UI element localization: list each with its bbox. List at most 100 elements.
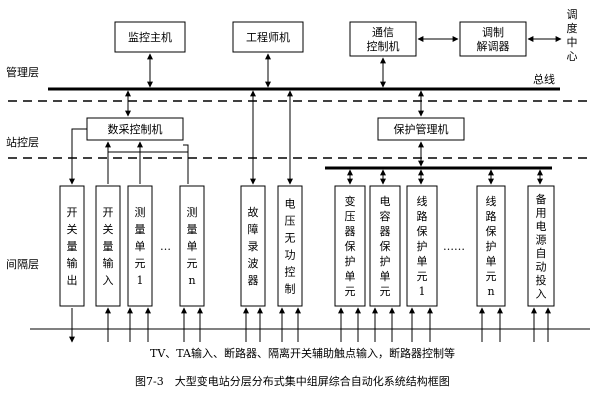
switch-output-char: 输	[67, 256, 78, 270]
fault-recorder-box	[240, 185, 266, 307]
data-acq-label: 数采控制机	[108, 122, 163, 136]
transformer-protect-char: 变	[345, 194, 356, 208]
transformer-protect-char: 压	[345, 210, 356, 223]
capacitor-protect-char: 电	[380, 195, 391, 208]
line-protect-1-char: 单	[417, 255, 428, 268]
measure-n-char: n	[188, 274, 195, 287]
backup-power-box	[527, 185, 555, 307]
line-protect-n-char: 单	[486, 255, 497, 268]
line-protect-1-char: 元	[417, 270, 428, 283]
line-protect-n-char: 路	[486, 210, 497, 223]
bottom-input-text: TV、TA输入、断路器、隔离开关辅助触点输入，断路器控制等	[150, 346, 455, 360]
vq-control-box	[277, 185, 303, 307]
backup-power-char: 电	[536, 220, 547, 233]
vq-control-char: 制	[285, 283, 296, 296]
bottom-arrows	[69, 307, 551, 343]
backup-power-char: 入	[536, 287, 547, 300]
bay-unit-labels: 开关量输出开关量输入测量单元1测量单元n故障录波器电压无功控制变压器保护单元电容…	[67, 192, 547, 300]
switch-input-char: 输	[103, 256, 114, 270]
line-protect-1-char: 护	[417, 239, 428, 253]
capacitor-protect-char: 元	[380, 285, 391, 298]
dispatch-char-2: 度	[567, 21, 578, 35]
transformer-protect-box	[334, 185, 366, 307]
switch-input-char: 开	[103, 206, 114, 219]
protection-mgr-box	[377, 117, 465, 141]
modem-label-2: 解调器	[477, 39, 510, 53]
measure-n-char: 元	[187, 257, 198, 270]
capacitor-protect-char: 保	[380, 239, 391, 253]
measure-n-char: 单	[187, 240, 198, 253]
line-protect-n-char: 元	[486, 270, 497, 283]
measure-n-char: 量	[187, 223, 198, 236]
transformer-protect-char: 元	[345, 285, 356, 298]
capacitor-protect-char: 器	[380, 225, 391, 238]
vq-control-char: 无	[285, 232, 296, 245]
measure-1-box	[127, 185, 153, 307]
monitor-host-label: 监控主机	[128, 30, 172, 44]
measure-1-char: 元	[135, 257, 146, 270]
transformer-protect-char: 器	[345, 225, 356, 238]
vq-control-char: 电	[285, 198, 296, 211]
ellipsis-line-protect: ……	[443, 240, 465, 253]
capacitor-protect-char: 容	[380, 209, 391, 223]
figure-caption: 图7-3 大型变电站分层分布式集中组屏综合自动化系统结构框图	[135, 374, 450, 388]
switch-output-char: 出	[67, 273, 78, 287]
layer-station-label: 站控层	[6, 135, 39, 149]
comm-control-label-2: 控制机	[367, 39, 400, 53]
switch-input-char: 入	[103, 274, 114, 287]
transformer-protect-char: 护	[345, 254, 356, 268]
line-protect-n-char: 护	[486, 239, 497, 253]
transformer-protect-char: 保	[345, 239, 356, 253]
backup-power-char: 自	[536, 247, 547, 260]
measure-1-char: 1	[137, 274, 144, 287]
comm-control-box	[349, 21, 417, 57]
vq-control-char: 控	[285, 265, 296, 279]
layer-bay-label: 间隔层	[6, 258, 39, 271]
measure-n-box	[179, 185, 205, 307]
dispatch-char-4: 心	[567, 50, 578, 63]
backup-power-char: 用	[536, 206, 547, 219]
switch-input-box	[95, 185, 121, 307]
line-protect-1-char: 保	[417, 224, 428, 238]
modem-box	[459, 21, 527, 57]
engineer-label: 工程师机	[246, 30, 290, 44]
protection-mgr-label: 保护管理机	[394, 122, 449, 136]
dispatch-char-3: 中	[567, 36, 578, 49]
measure-1-char: 测	[135, 206, 146, 219]
transformer-protect-char: 单	[345, 270, 356, 283]
backup-power-char: 源	[536, 232, 547, 246]
line-protect-n-char: 保	[486, 224, 497, 238]
layer-management-label: 管理层	[6, 65, 39, 79]
measure-n-char: 测	[187, 206, 198, 219]
monitor-host-box	[114, 21, 186, 53]
fault-recorder-char: 障	[248, 222, 259, 236]
switch-output-box	[59, 185, 85, 307]
switch-input-char: 量	[103, 240, 114, 253]
backup-power-char: 投	[536, 273, 547, 287]
capacitor-protect-box	[369, 185, 401, 307]
line-protect-n-char: 线	[486, 194, 497, 208]
fault-recorder-char: 波	[248, 257, 259, 270]
bus-label: 总线	[533, 72, 555, 86]
capacitor-protect-char: 护	[380, 254, 391, 268]
fault-recorder-char: 器	[248, 274, 259, 287]
line-protect-1-box	[406, 185, 438, 307]
switch-output-char: 关	[67, 222, 78, 236]
comm-control-label-1: 通信	[372, 26, 394, 39]
line-protect-n-box	[476, 185, 506, 307]
measure-1-char: 量	[135, 223, 146, 236]
line-protect-1-char: 1	[419, 285, 426, 298]
backup-power-char: 备	[536, 192, 547, 206]
measure-1-char: 单	[135, 240, 146, 253]
switch-output-char: 量	[67, 240, 78, 253]
modem-label-1: 调制	[482, 26, 504, 39]
fault-recorder-char: 故	[248, 205, 259, 219]
dataacq-left-link	[69, 128, 87, 185]
line-protect-1-char: 路	[417, 210, 428, 223]
vq-control-char: 压	[285, 215, 296, 228]
backup-power-char: 动	[536, 260, 547, 273]
dispatch-char-1: 调	[567, 8, 578, 21]
fault-recorder-char: 录	[248, 240, 259, 253]
vq-control-char: 功	[285, 249, 296, 262]
